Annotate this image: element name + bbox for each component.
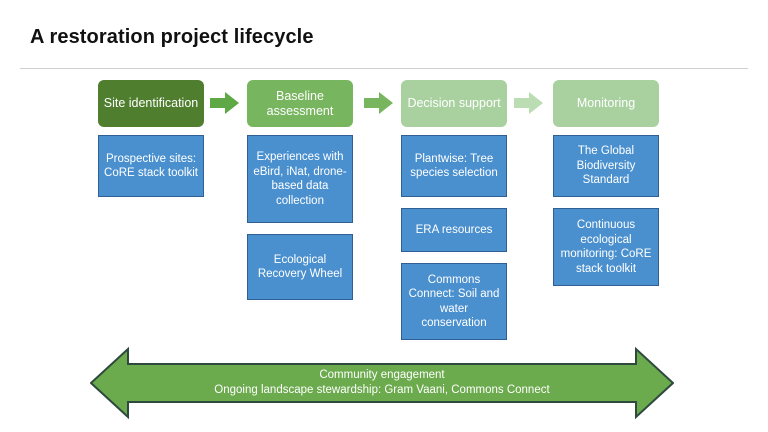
node-label: Plantwise: Tree species selection <box>410 152 498 180</box>
stage-header-baseline-assessment[interactable]: Baseline assessment <box>247 80 353 127</box>
node-commons-connect-soil-water[interactable]: Commons Connect: Soil and water conserva… <box>401 263 507 340</box>
stage-header-decision-support[interactable]: Decision support <box>401 80 507 127</box>
arrow-right-icon-1 <box>210 92 240 114</box>
node-era-resources[interactable]: ERA resources <box>401 208 507 252</box>
stage-header-monitoring[interactable]: Monitoring <box>553 80 659 127</box>
arrow-right-icon-2 <box>364 92 394 114</box>
node-prospective-sites[interactable]: Prospective sites: CoRE stack toolkit <box>98 135 204 197</box>
node-continuous-ecological-monitoring[interactable]: Continuous ecological monitoring: CoRE s… <box>553 208 659 286</box>
page-title: A restoration project lifecycle <box>30 26 314 48</box>
title-divider <box>20 68 748 69</box>
node-global-biodiversity-standard[interactable]: The Global Biodiversity Standard <box>553 135 659 197</box>
arrow-right-icon-3 <box>514 92 544 114</box>
stage-column-baseline-assessment: Baseline assessment Experiences with eBi… <box>247 80 353 300</box>
node-ecological-recovery-wheel[interactable]: Ecological Recovery Wheel <box>247 234 353 300</box>
node-label: Commons Connect: Soil and water conserva… <box>408 273 500 330</box>
stage-column-decision-support: Decision support Plantwise: Tree species… <box>401 80 507 340</box>
node-plantwise-tree-species[interactable]: Plantwise: Tree species selection <box>401 135 507 197</box>
node-label: ERA resources <box>415 223 493 236</box>
stage-column-site-identification: Site identification Prospective sites: C… <box>98 80 204 197</box>
community-engagement-banner: Community engagement Ongoing landscape s… <box>90 346 674 420</box>
node-label: Experiences with eBird, iNat, drone-base… <box>253 151 347 207</box>
node-label: The Global Biodiversity Standard <box>576 145 636 187</box>
stage-header-site-identification[interactable]: Site identification <box>98 80 204 127</box>
node-label: Prospective sites: CoRE stack toolkit <box>104 152 198 180</box>
node-label: Ecological Recovery Wheel <box>257 253 343 281</box>
stage-column-monitoring: Monitoring The Global Biodiversity Stand… <box>553 80 659 286</box>
node-experiences-ebird-inat[interactable]: Experiences with eBird, iNat, drone-base… <box>247 135 353 223</box>
node-label: Continuous ecological monitoring: CoRE s… <box>560 219 652 275</box>
